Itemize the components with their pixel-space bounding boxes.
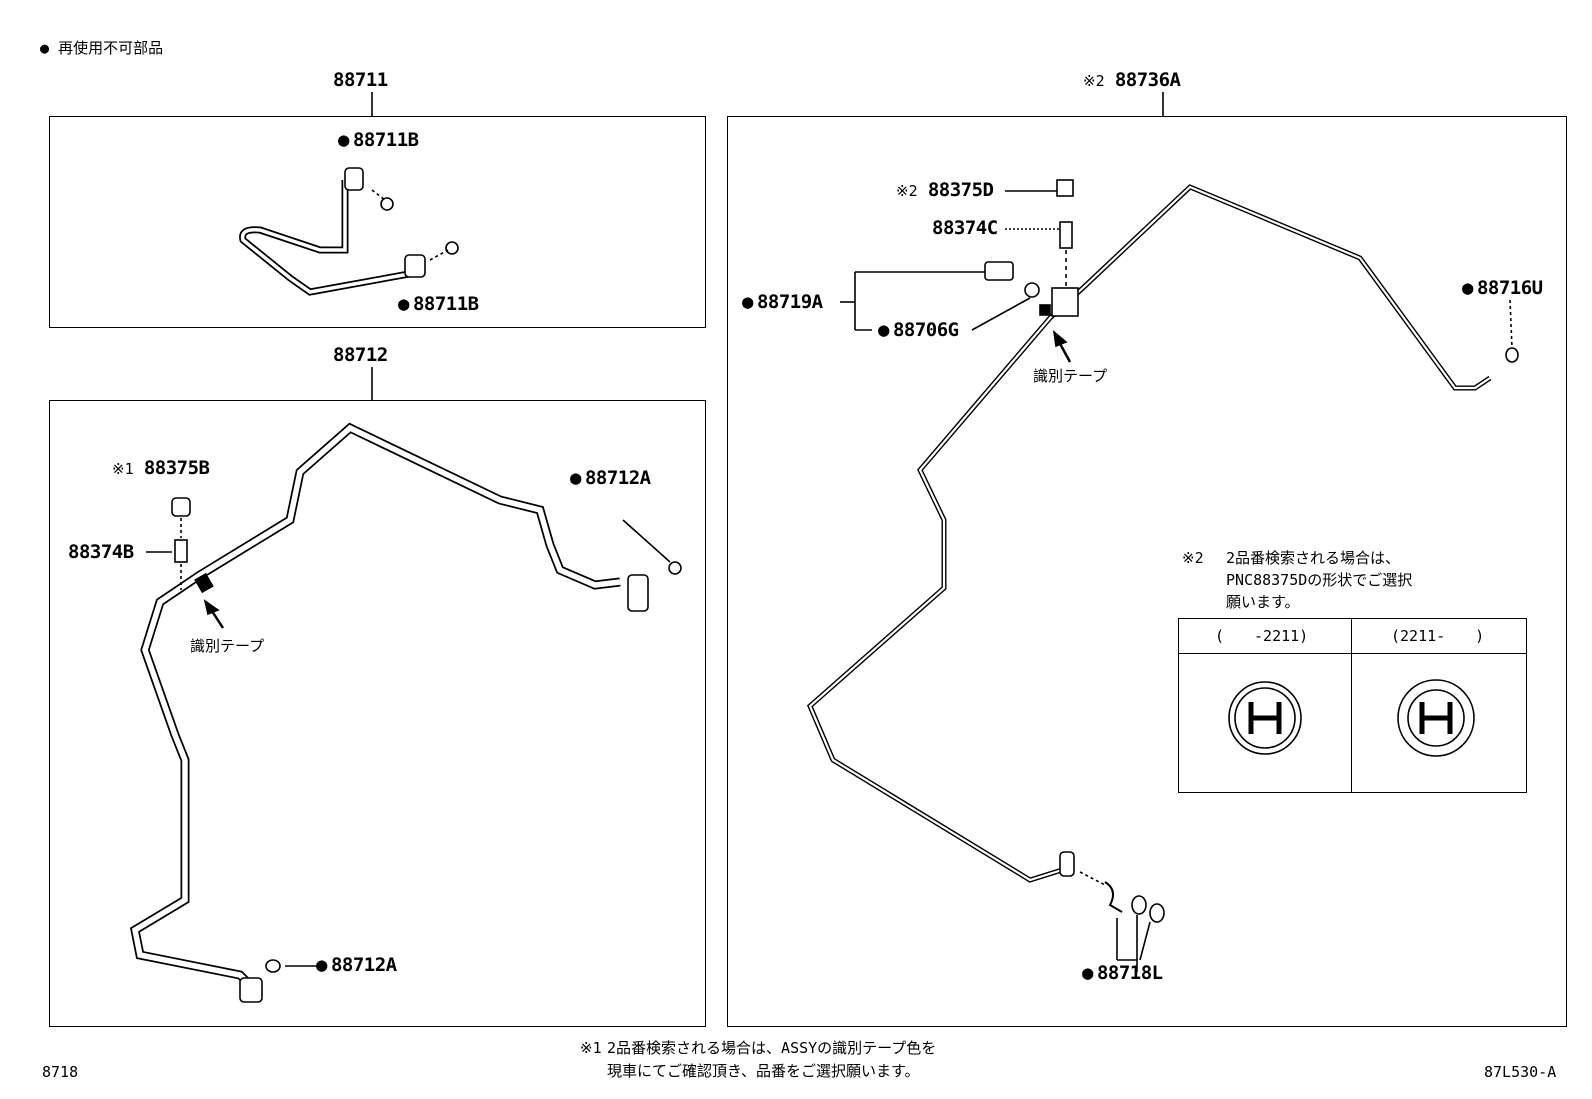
panel-88712 [49, 400, 706, 1027]
emblem-old [1228, 681, 1302, 755]
panel-title-88736A-wrap: ※2 88736A [1083, 70, 1181, 91]
mark-1: ※1 [112, 460, 134, 478]
note2-line-3: 願います。 [1226, 593, 1300, 611]
mark-2: ※2 [1083, 72, 1105, 90]
label-88706G: 88706G [878, 320, 959, 340]
label-88711B-bottom: 88711B [398, 294, 479, 314]
tape-label-88736A: 識別テープ [1033, 367, 1108, 385]
label-88711B-top: 88711B [338, 130, 419, 150]
table-divider-horizontal [1179, 653, 1526, 654]
panel-title-88711: 88711 [333, 69, 388, 91]
panel-title-88736A: 88736A [1114, 69, 1181, 91]
footer-right-code: 87L530-A [1484, 1063, 1557, 1081]
label-88712A-bottom: 88712A [316, 955, 397, 975]
emblem-new [1397, 679, 1475, 757]
label-88375B-wrap: ※1 88375B [112, 458, 210, 479]
label-88716U: 88716U [1462, 278, 1543, 298]
hose-88711 [239, 167, 459, 296]
label-88712A-top: 88712A [570, 468, 651, 488]
pipe-88736A [806, 179, 1519, 972]
note2-line-2: PNC88375Dの形状でご選択 [1226, 571, 1413, 589]
footer-note1-line-1: 2品番検索される場合は、ASSYの識別テープ色を [607, 1039, 937, 1057]
legend-text: 再使用不可部品 [58, 39, 164, 57]
footer-note1-mark: ※1 [580, 1039, 602, 1057]
legend: ● 再使用不可部品 [40, 38, 163, 58]
hose-88712 [129, 422, 682, 1003]
table-divider-vertical [1351, 619, 1352, 792]
note2-line-1: 2品番検索される場合は、 [1226, 549, 1401, 567]
tape-label-88712: 識別テープ [190, 637, 265, 655]
label-88375B: 88375B [143, 457, 210, 479]
note2-mark: ※2 [1182, 549, 1204, 567]
panel-title-88712: 88712 [333, 344, 388, 366]
table-header-after: (2211- ) [1391, 627, 1485, 645]
label-88374C: 88374C [932, 217, 998, 239]
label-88374B: 88374B [68, 541, 134, 563]
shape-comparison-table: ( -2211) (2211- ) [1178, 618, 1527, 793]
panel-88711 [49, 116, 706, 328]
footer-left-code: 8718 [42, 1063, 79, 1081]
bullet-icon: ● [40, 39, 50, 57]
mark-2-88375D: ※2 [896, 182, 918, 200]
footer-note1-line-2: 現車にてご確認頂き、品番をご選択願います。 [607, 1062, 920, 1080]
table-header-before: ( -2211) [1215, 627, 1309, 645]
panel-88736A [727, 116, 1567, 1027]
label-88718L: 88718L [1082, 963, 1163, 983]
label-88375D-wrap: ※2 88375D [896, 180, 994, 201]
label-88719A: 88719A [742, 292, 823, 312]
label-88375D: 88375D [927, 179, 994, 201]
